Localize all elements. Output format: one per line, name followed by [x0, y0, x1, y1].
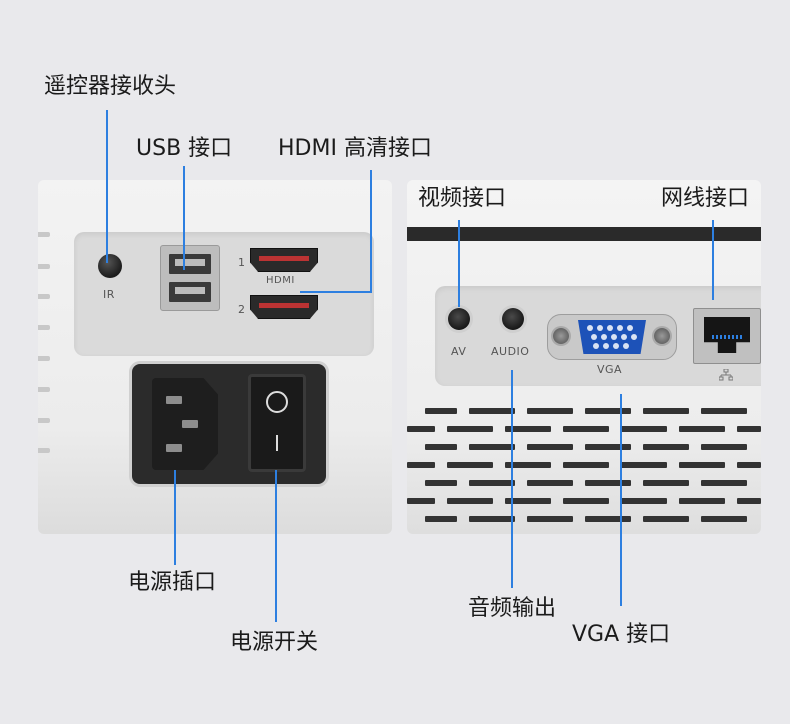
screw-icon	[654, 328, 670, 344]
switch-off-mark	[266, 391, 288, 413]
hdmi-port-2	[250, 295, 318, 319]
callout-line-power-socket	[174, 470, 176, 565]
callout-video: 视频接口	[418, 186, 507, 211]
power-socket	[152, 378, 218, 470]
top-edge	[407, 227, 761, 241]
callout-line-ir	[106, 110, 108, 263]
lan-port	[693, 308, 761, 364]
callout-line-vga	[620, 394, 622, 606]
callout-line-lan	[712, 220, 714, 300]
usb-port	[169, 254, 211, 274]
vent-slot	[38, 387, 50, 392]
vent-slot	[38, 356, 50, 361]
lan-contacts	[712, 335, 742, 339]
vent-slot	[38, 232, 50, 237]
callout-line-audio	[511, 370, 513, 588]
power-module	[132, 364, 326, 484]
vga-port	[578, 320, 646, 354]
network-icon	[718, 366, 734, 381]
right-port-panel: AV AUDIO VGA	[407, 180, 761, 534]
io-recess: AV AUDIO VGA	[435, 286, 761, 386]
ir-label: IR	[103, 288, 115, 301]
audio-port	[502, 308, 524, 330]
callout-line-power-switch	[275, 470, 277, 622]
callout-power-switch: 电源开关	[230, 630, 319, 655]
left-port-panel: IR 1 HDMI 2	[38, 180, 392, 534]
hdmi-2-label: 2	[238, 303, 246, 316]
callout-vga: VGA 接口	[572, 622, 671, 647]
audio-label: AUDIO	[491, 345, 530, 358]
socket-pin	[166, 396, 182, 404]
screw-icon	[553, 328, 569, 344]
switch-on-mark	[276, 435, 278, 451]
callout-hdmi: HDMI 高清接口	[278, 136, 432, 161]
av-label: AV	[451, 345, 467, 358]
callout-lan: 网线接口	[661, 186, 750, 211]
callout-ir-receiver: 遥控器接收头	[44, 74, 177, 99]
callout-line-video	[458, 220, 460, 307]
hdmi-label: HDMI	[266, 275, 295, 286]
ir-sensor	[98, 254, 122, 278]
vent-slot	[38, 418, 50, 423]
vga-label: VGA	[597, 363, 623, 376]
usb-port	[169, 282, 211, 302]
vent-slot	[38, 448, 50, 453]
callout-audio-out: 音频输出	[468, 596, 557, 621]
callout-line-hdmi-h	[300, 291, 372, 293]
socket-pin	[182, 420, 198, 428]
power-switch	[248, 374, 306, 472]
vent-slot	[38, 325, 50, 330]
usb-port-block	[160, 245, 220, 311]
vent-slot	[38, 294, 50, 299]
io-recess: IR 1 HDMI 2	[74, 232, 374, 356]
callout-line-hdmi-v	[370, 170, 372, 293]
vent-slot	[38, 264, 50, 269]
hdmi-1-label: 1	[238, 256, 246, 269]
callout-line-usb	[183, 166, 185, 270]
socket-pin	[166, 444, 182, 452]
callout-power-socket: 电源插口	[128, 570, 217, 595]
vga-port-shell	[547, 314, 677, 360]
callout-usb: USB 接口	[136, 136, 233, 161]
hdmi-port-1	[250, 248, 318, 272]
av-port	[448, 308, 470, 330]
